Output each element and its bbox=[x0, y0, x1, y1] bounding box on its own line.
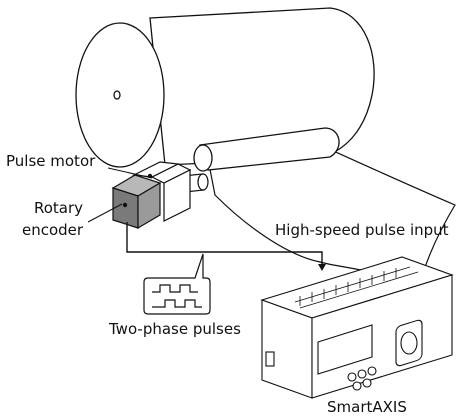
signal-wire bbox=[126, 222, 326, 271]
label-two-phase-pulses: Two-phase pulses bbox=[108, 320, 241, 338]
label-rotary-encoder-line2: encoder bbox=[22, 221, 84, 239]
two-phase-pulses-bubble bbox=[143, 253, 211, 315]
encoder-dot bbox=[122, 202, 128, 208]
wire-arrow-head bbox=[318, 264, 326, 271]
controller-keypad bbox=[347, 366, 377, 391]
smartaxis-controller bbox=[260, 256, 454, 399]
large-roller bbox=[75, 7, 375, 168]
controller-display bbox=[317, 324, 373, 375]
pulse-motor bbox=[131, 161, 192, 222]
leader-lines bbox=[87, 167, 153, 223]
label-high-speed-pulse-input: High-speed pulse input bbox=[275, 221, 449, 239]
rotary-encoder bbox=[111, 174, 162, 230]
label-smartaxis: SmartAXIS bbox=[327, 398, 407, 416]
label-rotary-encoder-line1: Rotary bbox=[34, 199, 83, 217]
roller-axle-hole bbox=[113, 90, 121, 100]
small-roller bbox=[193, 127, 340, 172]
leader-pulse-motor bbox=[107, 167, 153, 179]
label-pulse-motor: Pulse motor bbox=[6, 152, 96, 170]
pulse-waveform-b bbox=[152, 299, 202, 308]
controller-dial bbox=[395, 319, 423, 367]
terminal-strip bbox=[294, 266, 419, 309]
controller-slot bbox=[265, 351, 275, 367]
leader-rotary-encoder bbox=[87, 203, 123, 223]
pulse-waveform-a bbox=[152, 284, 198, 293]
controller-face bbox=[311, 274, 453, 399]
encoder-side-face bbox=[137, 181, 161, 230]
